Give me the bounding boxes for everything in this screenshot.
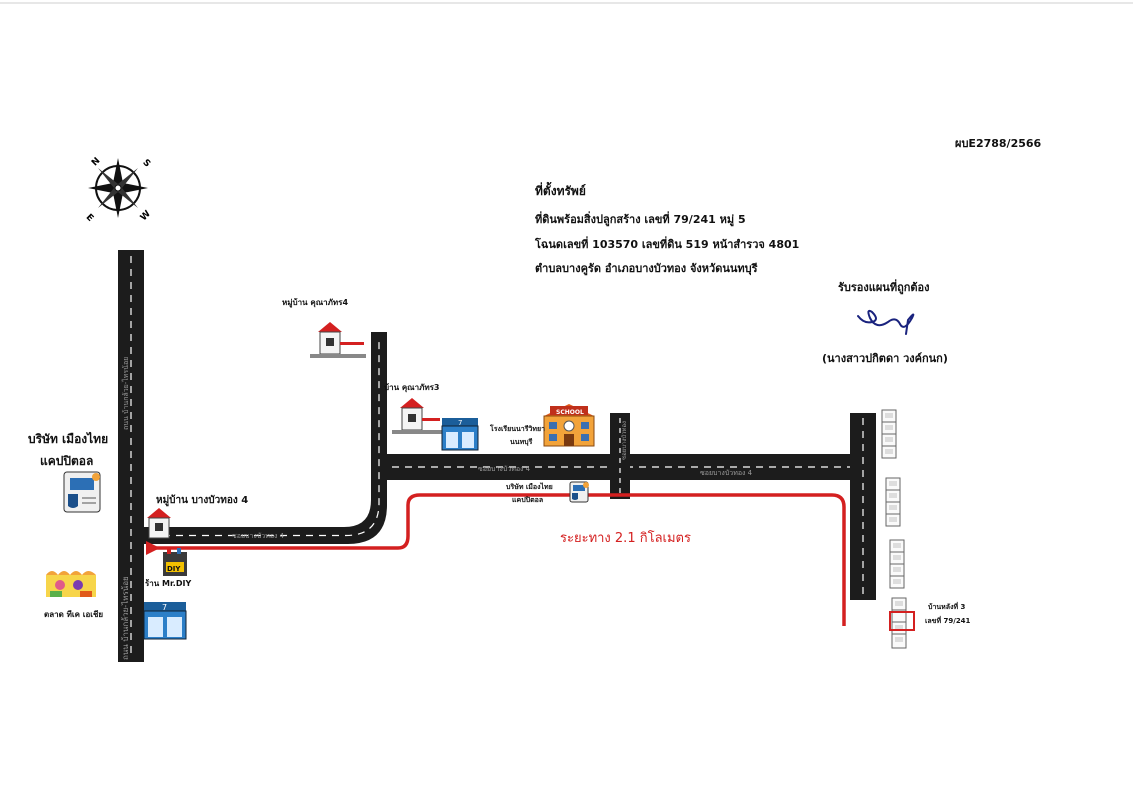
signer-name: (นางสาวปกิตดา วงค์กนก) — [822, 352, 948, 365]
road-label-soi-mid: ซอยบางบัวทอง 4 — [478, 465, 531, 473]
convenience-store-icon: 7 — [441, 418, 479, 451]
certification-label: รับรองแผนที่ถูกต้อง — [838, 281, 930, 294]
label-company-left-line2: แคปปิตอล — [40, 454, 94, 468]
label-village-kunaphat4: หมู่บ้าน คุณาภัทร4 — [282, 298, 349, 307]
label-school-line2: นนทบุรี — [510, 438, 533, 446]
right-road — [850, 413, 876, 600]
label-school-line1: โรงเรียนนารีวิทยา — [490, 425, 546, 433]
house-row-icon — [885, 477, 901, 527]
village-gate-icon — [392, 398, 442, 434]
village-gate-icon — [310, 322, 366, 358]
label-company-right-line1: บริษัท เมืองไทย — [506, 483, 553, 491]
label-target-house-line2: เลขที่ 79/241 — [925, 617, 971, 625]
property-line-2: โฉนดเลขที่ 103570 เลขที่ดิน 519 หน้าสำรว… — [535, 238, 800, 251]
svg-text:7: 7 — [162, 603, 167, 612]
diy-store-icon: DIY — [163, 548, 187, 576]
svg-text:SCHOOL: SCHOOL — [556, 409, 584, 416]
village-gate-icon — [147, 508, 171, 539]
route-start-arrow — [146, 541, 160, 555]
road-label-main-lower: ถนน บ้านกล้วย-ไทรน้อย — [121, 576, 130, 660]
svg-text:DIY: DIY — [167, 565, 181, 573]
document-ref-number: ผบE2788/2566 — [955, 137, 1042, 150]
label-village-bangbuathong4: หมู่บ้าน บางบัวทอง 4 — [156, 495, 249, 506]
side-road — [610, 413, 630, 499]
label-market: ตลาด ทีเค เอเชีย — [44, 610, 104, 619]
route-distance: ระยะทาง 2.1 กิโลเมตร — [560, 531, 691, 546]
label-company-right-line2: แคปปิตอล — [512, 496, 544, 504]
house-row-icon — [891, 597, 907, 649]
target-house-marker — [889, 611, 915, 631]
roads — [118, 250, 876, 662]
company-office-icon — [569, 481, 589, 503]
label-target-house-line1: บ้านหลังที่ 3 — [928, 603, 966, 611]
school-icon: SCHOOL — [543, 404, 595, 447]
road-label-side: ซอยบางบัวทอง — [621, 421, 628, 460]
road-label-main: ถนน บ้านกล้วย-ไทรน้อย — [121, 357, 130, 430]
compass-label-n: N — [90, 156, 102, 168]
label-village-kunaphat3: บ้าน คุณาภัทร3 — [384, 383, 440, 392]
company-office-icon — [63, 471, 101, 513]
compass-label-s: S — [140, 158, 152, 170]
compass-label-e: E — [84, 212, 95, 223]
signature-icon — [857, 309, 915, 335]
property-line-3: ตำบลบางคูรัด อำเภอบางบัวทอง จังหวัดนนทบุ… — [535, 262, 758, 275]
property-heading: ที่ตั้งทรัพย์ — [535, 184, 586, 198]
route-line — [146, 493, 846, 626]
road-label-soi-right: ซอยบางบัวทอง 4 — [700, 469, 753, 477]
label-company-left-line1: บริษัท เมืองไทย — [28, 432, 109, 446]
property-line-1: ที่ดินพร้อมสิ่งปลูกสร้าง เลขที่ 79/241 ห… — [535, 213, 746, 226]
label-mrdiy: ร้าน Mr.DIY — [145, 579, 192, 588]
convenience-store-icon: 7 — [143, 602, 187, 640]
road-label-soi-left: ซอยบางบัวทอง 4 — [232, 532, 285, 540]
svg-text:7: 7 — [458, 419, 462, 427]
compass-rose-icon — [88, 158, 148, 218]
market-icon — [46, 571, 96, 597]
soi-lower — [144, 332, 387, 544]
house-row-icon — [889, 539, 905, 589]
house-row-icon — [881, 409, 897, 459]
compass-label-w: W — [139, 209, 153, 223]
